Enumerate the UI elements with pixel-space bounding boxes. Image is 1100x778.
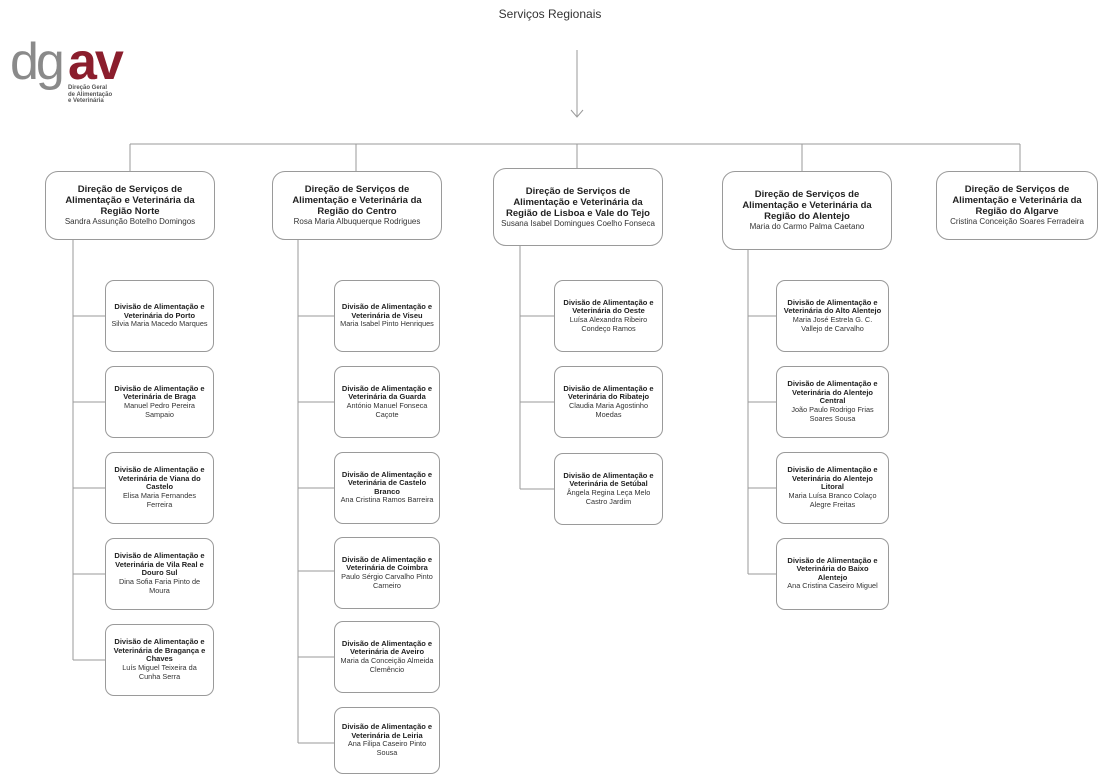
dgav-logo: dg av Direção Geral de Alimentação e Vet… [10, 33, 124, 110]
division-head: Luís Miguel Teixeira da Cunha Serra [122, 662, 197, 681]
division-leiria: Divisão de Alimentação e Veterinária de … [334, 707, 440, 774]
directorate-centro: Direção de Serviços de Alimentação e Vet… [272, 171, 442, 240]
logo-text-red: av [68, 33, 124, 91]
logo-text-gray: dg [10, 33, 65, 91]
division-castelo-branco: Divisão de Alimentação e Veterinária de … [334, 452, 440, 524]
division-viseu: Divisão de Alimentação e Veterinária de … [334, 280, 440, 352]
division-guarda: Divisão de Alimentação e Veterinária da … [334, 366, 440, 438]
directorate-head: Maria do Carmo Palma Caetano [749, 222, 865, 232]
division-aveiro: Divisão de Alimentação e Veterinária de … [334, 621, 440, 693]
division-alentejo-litoral: Divisão de Alimentação e Veterinária do … [776, 452, 889, 524]
directorate-title: Direção de Serviços de Alimentação e Vet… [65, 184, 195, 218]
division-head: Ângela Regina Leça Melo Castro Jardim [566, 487, 651, 506]
division-title: Divisão de Alimentação e Veterinária de … [341, 722, 433, 740]
division-ribatejo: Divisão de Alimentação e Veterinária do … [554, 366, 663, 438]
division-head: Ana Cristina Caseiro Miguel [787, 581, 878, 591]
division-head: Dina Sofia Faria Pinto de Moura [118, 576, 201, 595]
division-head: Elisa Maria Fernandes Ferreira [122, 490, 196, 509]
division-head: Claudia Maria Agostinho Moedas [568, 400, 649, 419]
division-title: Divisão de Alimentação e Veterinária de … [341, 638, 433, 657]
directorate-head: Cristina Conceição Soares Ferradeira [950, 217, 1084, 227]
directorate-head: Rosa Maria Albuquerque Rodrigues [293, 217, 421, 227]
division-baixo-alentejo: Divisão de Alimentação e Veterinária do … [776, 538, 889, 610]
division-title: Divisão de Alimentação e Veterinária do … [783, 297, 882, 316]
directorate-algarve: Direção de Serviços de Alimentação e Vet… [936, 171, 1098, 240]
division-head: Ana Cristina Ramos Barreira [340, 495, 434, 505]
directorate-title: Direção de Serviços de Alimentação e Vet… [952, 184, 1082, 218]
division-title: Divisão de Alimentação e Veterinária de … [113, 637, 206, 664]
division-porto: Divisão de Alimentação e Veterinária do … [105, 280, 214, 352]
division-alentejo-central: Divisão de Alimentação e Veterinária do … [776, 366, 889, 438]
division-head: Maria Isabel Pinto Henriques [340, 319, 434, 329]
division-head: Manuel Pedro Pereira Sampaio [124, 400, 195, 419]
division-title: Divisão de Alimentação e Veterinária de … [114, 383, 205, 402]
top-arrow-head [570, 109, 584, 118]
directorate-title: Direção de Serviços de Alimentação e Vet… [292, 184, 422, 218]
division-title: Divisão de Alimentação e Veterinária do … [787, 465, 878, 492]
division-head: Luísa Alexandra Ribeiro Condeço Ramos [569, 314, 648, 333]
division-title: Divisão de Alimentação e Veterinária do … [787, 379, 878, 406]
division-title: Divisão de Alimentação e Veterinária do … [563, 383, 654, 402]
division-title: Divisão de Alimentação e Veterinária do … [114, 302, 205, 320]
division-head: Ana Filipa Caseiro Pinto Sousa [347, 739, 427, 757]
division-title: Divisão de Alimentação e Veterinária de … [563, 470, 654, 489]
division-head: Paulo Sérgio Carvalho Pinto Carneiro [341, 571, 433, 590]
division-title: Divisão de Alimentação e Veterinária do … [563, 297, 654, 316]
division-viana-do-castelo: Divisão de Alimentação e Veterinária de … [105, 452, 214, 524]
directorate-title: Direção de Serviços de Alimentação e Vet… [742, 189, 872, 223]
division-title: Divisão de Alimentação e Veterinária do … [787, 555, 878, 582]
division-head: João Paulo Rodrigo Frias Soares Sousa [791, 404, 874, 423]
division-head: Maria Luísa Branco Colaço Alegre Freitas [788, 490, 877, 509]
directorate-lvt: Direção de Serviços de Alimentação e Vet… [493, 168, 663, 246]
division-head: Maria da Conceição Almeida Clemêncio [340, 655, 434, 674]
division-oeste: Divisão de Alimentação e Veterinária do … [554, 280, 663, 352]
division-head: Silvia Maria Macedo Marques [111, 319, 208, 329]
directorate-title: Direção de Serviços de Alimentação e Vet… [506, 185, 650, 219]
division-coimbra: Divisão de Alimentação e Veterinária de … [334, 537, 440, 609]
division-title: Divisão de Alimentação e Veterinária de … [341, 554, 433, 573]
division-title: Divisão de Alimentação e Veterinária de … [341, 469, 433, 496]
division-title: Divisão de Alimentação e Veterinária de … [114, 551, 205, 578]
division-setubal: Divisão de Alimentação e Veterinária de … [554, 453, 663, 525]
logo-subtitle: Direção Geral de Alimentação e Veterinár… [68, 85, 113, 104]
division-head: Maria José Estrela G. C. Vallejo de Carv… [792, 314, 873, 333]
division-braga: Divisão de Alimentação e Veterinária de … [105, 366, 214, 438]
directorate-norte: Direção de Serviços de Alimentação e Vet… [45, 171, 215, 240]
division-title: Divisão de Alimentação e Veterinária de … [114, 465, 205, 492]
division-title: Divisão de Alimentação e Veterinária de … [341, 302, 433, 320]
division-braganca-chaves: Divisão de Alimentação e Veterinária de … [105, 624, 214, 696]
division-title: Divisão de Alimentação e Veterinária da … [341, 383, 433, 402]
directorate-head: Susana Isabel Domingues Coelho Fonseca [501, 218, 655, 228]
directorate-head: Sandra Assunção Botelho Domingos [64, 217, 196, 227]
division-alto-alentejo: Divisão de Alimentação e Veterinária do … [776, 280, 889, 352]
chart-title: Serviços Regionais [498, 7, 602, 21]
directorate-alentejo: Direção de Serviços de Alimentação e Vet… [722, 171, 892, 250]
division-vila-real: Divisão de Alimentação e Veterinária de … [105, 538, 214, 610]
division-head: António Manuel Fonseca Caçote [346, 400, 428, 419]
